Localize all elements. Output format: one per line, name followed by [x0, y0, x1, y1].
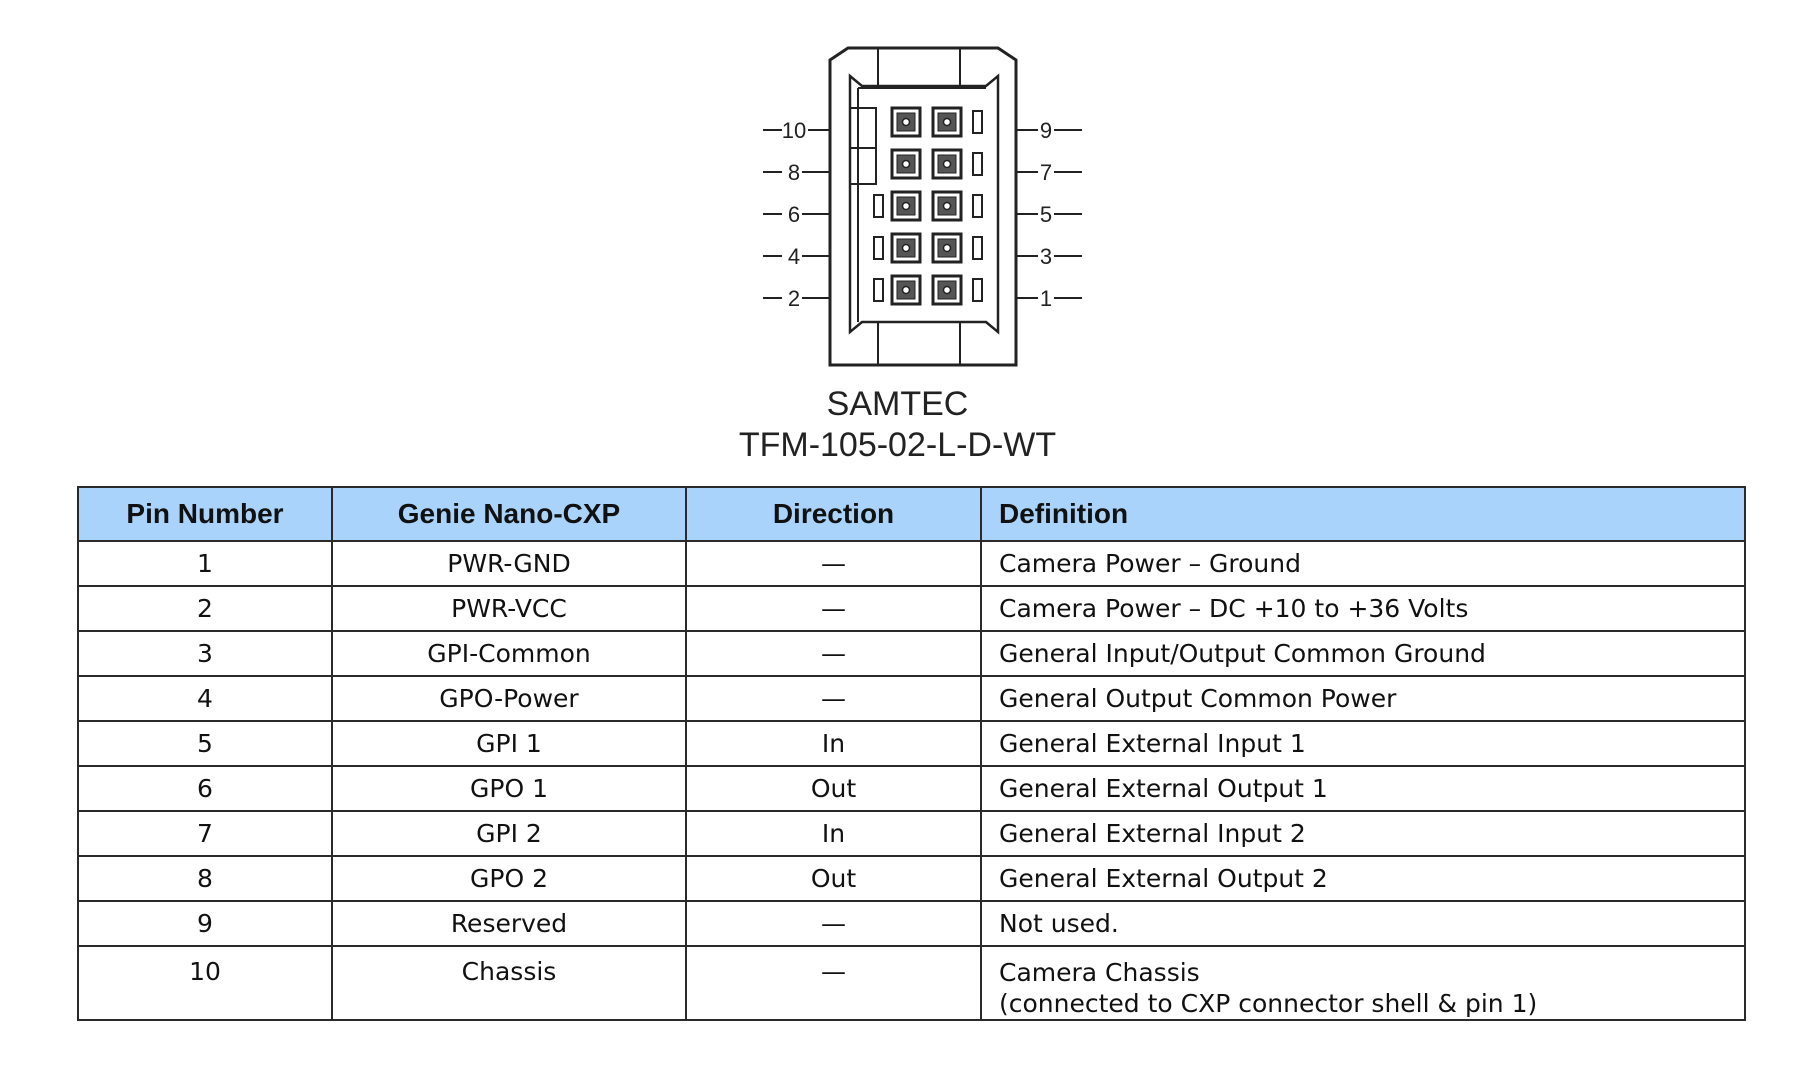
cell-definition: Camera Chassis (connected to CXP connect… — [980, 945, 1746, 1021]
cell-definition: General External Input 2 — [980, 810, 1746, 857]
cell-signal: Reserved — [331, 900, 687, 947]
cell-pin: 8 — [77, 855, 333, 902]
pin-label-right: 7 — [1040, 160, 1052, 185]
table-row: 4 GPO-Power — General Output Common Powe… — [77, 675, 1746, 722]
cell-definition: General External Output 2 — [980, 855, 1746, 902]
connector-cavity — [848, 73, 1000, 335]
pin-contact-dot — [901, 159, 911, 169]
table-header-row: Pin Number Genie Nano-CXP Direction Defi… — [77, 486, 1746, 542]
header-pin-number: Pin Number — [77, 486, 333, 542]
cell-signal: GPI 2 — [331, 810, 687, 857]
slot-mark — [873, 236, 884, 260]
pin-contact-dot — [942, 117, 952, 127]
cell-direction: Out — [685, 765, 982, 812]
cell-direction: — — [685, 900, 982, 947]
table-row: 2 PWR-VCC — Camera Power – DC +10 to +36… — [77, 585, 1746, 632]
connector-shell — [828, 46, 1018, 367]
cell-direction: In — [685, 720, 982, 767]
cell-definition: General External Output 1 — [980, 765, 1746, 812]
cell-signal: PWR-VCC — [331, 585, 687, 632]
cell-signal: GPO 2 — [331, 855, 687, 902]
pin-label-left: 4 — [788, 244, 800, 269]
header-definition: Definition — [980, 486, 1746, 542]
cell-definition-line2: (connected to CXP connector shell & pin … — [999, 989, 1538, 1018]
cell-direction: — — [685, 675, 982, 722]
pin-contact-dot — [901, 243, 911, 253]
pin-contact-dot — [901, 285, 911, 295]
cell-direction: — — [685, 585, 982, 632]
table-row: 5 GPI 1 In General External Input 1 — [77, 720, 1746, 767]
header-genie-nano-cxp: Genie Nano-CXP — [331, 486, 687, 542]
cell-signal: PWR-GND — [331, 540, 687, 587]
cell-pin: 3 — [77, 630, 333, 677]
cell-definition: Not used. — [980, 900, 1746, 947]
cell-pin: 4 — [77, 675, 333, 722]
pin-label-right: 3 — [1040, 244, 1052, 269]
cell-definition: General Input/Output Common Ground — [980, 630, 1746, 677]
pin-label-right: 9 — [1040, 118, 1052, 143]
cell-signal: Chassis — [331, 945, 687, 1021]
cell-definition: General Output Common Power — [980, 675, 1746, 722]
pin-label-left: 6 — [788, 202, 800, 227]
pin-label-left: 2 — [788, 286, 800, 311]
cell-pin: 1 — [77, 540, 333, 587]
connector-drawing: 10 9 8 7 6 5 4 3 2 1 — [763, 46, 1082, 367]
cell-pin: 5 — [77, 720, 333, 767]
cell-pin: 2 — [77, 585, 333, 632]
cell-pin: 6 — [77, 765, 333, 812]
slot-mark — [873, 278, 884, 302]
table-row: 8 GPO 2 Out General External Output 2 — [77, 855, 1746, 902]
cell-direction: — — [685, 630, 982, 677]
connector-part-number: TFM-105-02-L-D-WT — [738, 426, 1057, 464]
cell-pin: 7 — [77, 810, 333, 857]
cell-signal: GPO-Power — [331, 675, 687, 722]
pin-label-left: 10 — [782, 118, 806, 143]
pin-contact-dot — [942, 201, 952, 211]
cell-pin: 9 — [77, 900, 333, 947]
slot-mark — [972, 152, 983, 176]
cell-pin: 10 — [77, 945, 333, 1021]
pinout-table: Pin Number Genie Nano-CXP Direction Defi… — [77, 486, 1746, 1021]
connector-maker: SAMTEC — [826, 385, 969, 423]
cell-definition: Camera Power – Ground — [980, 540, 1746, 587]
pin-contact-dot — [942, 243, 952, 253]
table-row: 9 Reserved — Not used. — [77, 900, 1746, 947]
slot-mark — [972, 278, 983, 302]
table-row: 1 PWR-GND — Camera Power – Ground — [77, 540, 1746, 587]
cell-signal: GPI 1 — [331, 720, 687, 767]
header-direction: Direction — [685, 486, 982, 542]
cell-definition: General External Input 1 — [980, 720, 1746, 767]
table-row: 10 Chassis — Camera Chassis (connected t… — [77, 945, 1746, 1021]
pin-label-right: 1 — [1040, 286, 1052, 311]
connector-diagram: 10 9 8 7 6 5 4 3 2 1 — [0, 0, 1795, 480]
pin-grid — [873, 106, 983, 306]
cell-direction: — — [685, 945, 982, 1021]
pin-contact-dot — [901, 201, 911, 211]
pin-label-left: 8 — [788, 160, 800, 185]
cell-direction: In — [685, 810, 982, 857]
cell-signal: GPI-Common — [331, 630, 687, 677]
cell-direction: Out — [685, 855, 982, 902]
pin-leads: 10 9 8 7 6 5 4 3 2 1 — [763, 118, 1082, 311]
pin-contact-dot — [942, 285, 952, 295]
slot-mark — [972, 194, 983, 218]
cell-direction: — — [685, 540, 982, 587]
table-row: 6 GPO 1 Out General External Output 1 — [77, 765, 1746, 812]
table-row: 3 GPI-Common — General Input/Output Comm… — [77, 630, 1746, 677]
table-row: 7 GPI 2 In General External Input 2 — [77, 810, 1746, 857]
slot-mark — [873, 194, 884, 218]
slot-mark — [972, 236, 983, 260]
pin-contact-dot — [942, 159, 952, 169]
slot-mark — [972, 110, 983, 134]
pin-contact-dot — [901, 117, 911, 127]
pin-label-right: 5 — [1040, 202, 1052, 227]
cell-definition: Camera Power – DC +10 to +36 Volts — [980, 585, 1746, 632]
cell-definition-line1: Camera Chassis — [999, 958, 1200, 987]
cell-signal: GPO 1 — [331, 765, 687, 812]
